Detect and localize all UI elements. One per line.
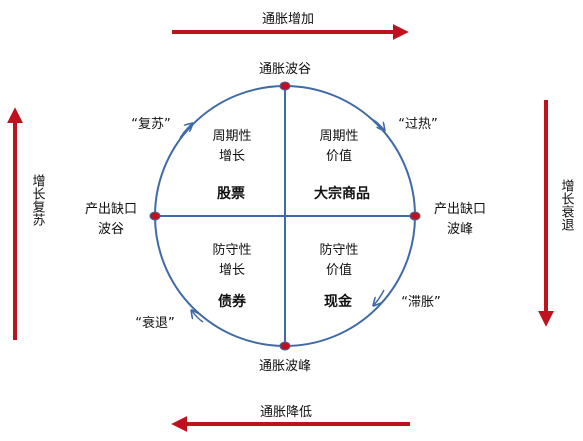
node-left-label-1: 产出缺口 bbox=[85, 202, 137, 217]
quadrant-bottom-right-asset: 现金 bbox=[324, 293, 353, 310]
phase-recession-label: “衰退” bbox=[135, 315, 174, 331]
quadrant-bottom-right-line1: 防守性 bbox=[319, 242, 358, 258]
arrow-left-label: 增长复苏 bbox=[30, 174, 46, 226]
overheat-direction-arrow bbox=[369, 117, 384, 130]
recession-direction-arrow bbox=[192, 311, 204, 323]
quadrant-top-left-line2: 增长 bbox=[219, 149, 245, 164]
node-left-label-2: 波谷 bbox=[98, 222, 124, 237]
node-right bbox=[409, 211, 421, 221]
quadrant-top-right-line2: 价值 bbox=[326, 148, 352, 164]
arrow-top-label: 通胀增加 bbox=[262, 12, 314, 27]
quadrant-bottom-left-line2: 增长 bbox=[219, 263, 245, 278]
stagflation-direction-arrow bbox=[374, 289, 385, 305]
node-top bbox=[279, 81, 291, 91]
node-left bbox=[149, 211, 161, 221]
arrow-right-label: 增长衰退 bbox=[559, 179, 575, 231]
node-right-label-1: 产出缺口 bbox=[434, 202, 486, 217]
node-bottom bbox=[279, 341, 291, 351]
phase-recovery-label: “复苏” bbox=[131, 116, 170, 132]
node-bottom-label: 通胀波峰 bbox=[259, 359, 311, 374]
phase-overheat-label: “过热” bbox=[398, 117, 437, 132]
node-right-label-2: 波峰 bbox=[447, 222, 473, 237]
node-top-label: 通胀波谷 bbox=[259, 62, 311, 77]
recovery-direction-arrow bbox=[179, 124, 192, 139]
quadrant-bottom-left-asset: 债券 bbox=[218, 293, 247, 310]
phase-stagflation-label: “滞胀” bbox=[401, 295, 440, 310]
quadrant-top-left-line1: 周期性 bbox=[212, 129, 251, 144]
quadrant-bottom-right-line2: 价值 bbox=[326, 262, 352, 278]
quadrant-top-right-asset: 大宗商品 bbox=[314, 185, 370, 202]
quadrant-bottom-left-line1: 防守性 bbox=[212, 242, 251, 258]
arrow-bottom-label: 通胀降低 bbox=[260, 405, 312, 420]
quadrant-top-right-line1: 周期性 bbox=[319, 129, 358, 144]
quadrant-top-left-asset: 股票 bbox=[217, 186, 245, 202]
